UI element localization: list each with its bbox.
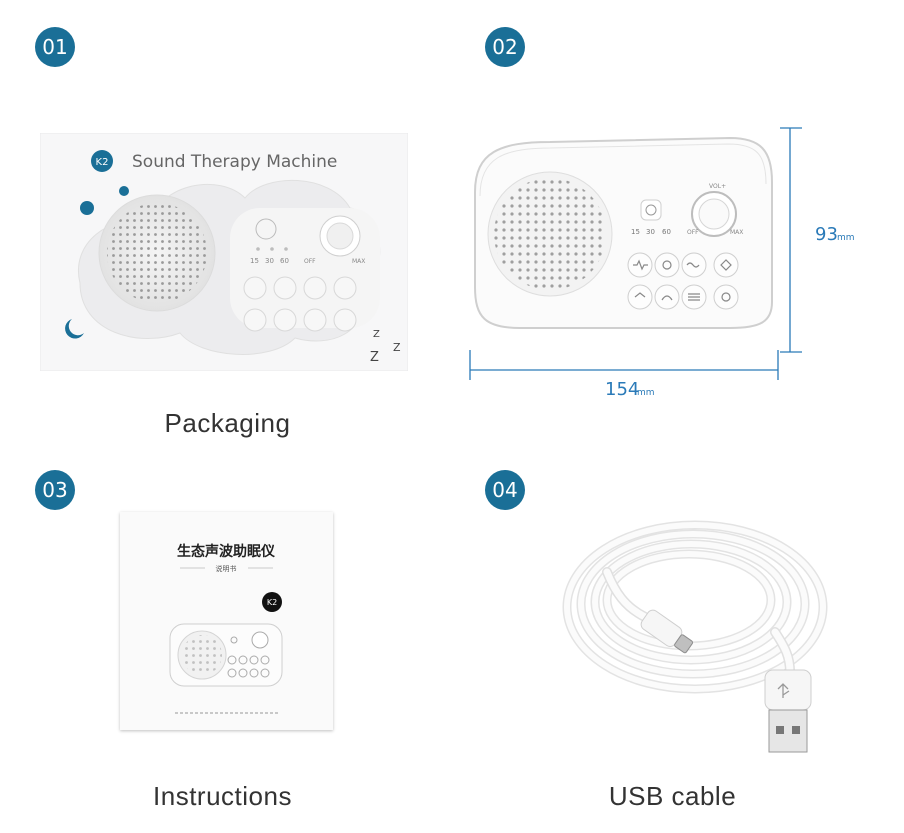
timer-label: 30 — [646, 228, 655, 236]
width-unit: mm — [637, 388, 655, 398]
caption-packaging: Packaging — [164, 408, 291, 438]
usb-cable-image — [555, 512, 855, 757]
z-letter: Z — [393, 341, 401, 354]
width-value: 154 — [605, 379, 639, 400]
instructions-image: 生态声波助眠仪 说明书 K2 — [120, 512, 333, 730]
caption-instructions: Instructions — [153, 781, 292, 811]
manual-subtitle: 说明书 — [216, 564, 237, 573]
z-letter: Z — [373, 329, 380, 340]
manual-title: 生态声波助眠仪 — [177, 543, 276, 560]
knob-label: MAX — [352, 258, 365, 265]
timer-label: 15 — [631, 228, 640, 236]
item-number-badge: 02 — [485, 27, 525, 67]
knob-label: VOL+ — [709, 183, 726, 190]
knob-label: OFF — [687, 229, 699, 236]
height-value: 93 — [815, 224, 838, 245]
timer-label: 30 — [265, 257, 274, 265]
caption-usb-cable: USB cable — [608, 781, 737, 811]
item-number-badge: 01 — [35, 27, 75, 67]
knob-label: MAX — [730, 229, 743, 236]
packaging-image: 15 30 60 OFF MAX K2 Sound Therapy Machin… — [39, 132, 409, 372]
package-title: Sound Therapy Machine — [132, 152, 337, 172]
model-badge: K2 — [96, 157, 109, 168]
item-number-badge: 03 — [35, 470, 75, 510]
z-letter: Z — [370, 350, 379, 365]
knob-label: OFF — [304, 258, 316, 265]
timer-label: 15 — [250, 257, 259, 265]
height-unit: mm — [837, 233, 855, 243]
model-badge: K2 — [267, 598, 277, 607]
device-image: 15 30 60 VOL+ OFF MAX — [460, 122, 870, 402]
item-number-badge: 04 — [485, 470, 525, 510]
timer-label: 60 — [662, 228, 671, 236]
timer-label: 60 — [280, 257, 289, 265]
